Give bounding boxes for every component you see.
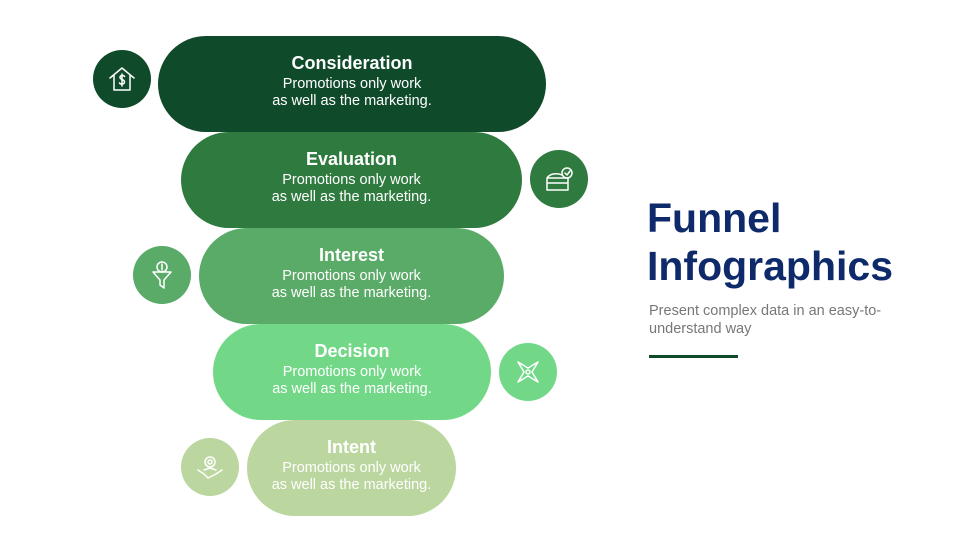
stage-description-line1: Promotions only work — [282, 268, 421, 284]
stage-intent: Intent Promotions only work as well as t… — [247, 420, 456, 516]
house-dollar-icon — [93, 50, 151, 108]
stage-description-line2: as well as the marketing. — [271, 285, 432, 301]
stage-evaluation: Evaluation Promotions only work as well … — [181, 132, 522, 228]
stage-decision: Decision Promotions only work as well as… — [213, 324, 491, 420]
stage-description-line1: Promotions only work — [282, 460, 421, 476]
stage-heading: Interest — [318, 245, 385, 265]
title-line1: Funnel — [647, 195, 782, 241]
stage-interest: Interest Promotions only work as well as… — [199, 228, 504, 324]
cake-clock-icon — [530, 150, 588, 208]
stage-description-line2: as well as the marketing. — [272, 381, 432, 397]
stage-heading: Evaluation — [305, 149, 398, 169]
stage-heading: Decision — [314, 341, 390, 361]
subtitle: Present complex data in an easy-to-under… — [649, 303, 882, 337]
shuriken-icon — [499, 343, 557, 401]
stage-heading: Consideration — [291, 53, 413, 73]
stage-description-line1: Promotions only work — [282, 76, 422, 92]
accent-divider — [649, 355, 738, 358]
stage-description-line2: as well as the marketing. — [272, 93, 432, 109]
stage-description-line2: as well as the marketing. — [271, 477, 432, 493]
stage-description-line2: as well as the marketing. — [271, 189, 432, 205]
handshake-gear-icon — [181, 438, 239, 496]
funnel-dollar-icon — [133, 246, 191, 304]
page-title: Funnel Infographics — [647, 194, 893, 290]
stage-description-line1: Promotions only work — [282, 172, 421, 188]
title-line2: Infographics — [647, 243, 894, 289]
stage-heading: Intent — [327, 437, 376, 457]
stage-consideration: Consideration Promotions only work as we… — [158, 36, 546, 132]
stage-description-line1: Promotions only work — [282, 364, 422, 380]
